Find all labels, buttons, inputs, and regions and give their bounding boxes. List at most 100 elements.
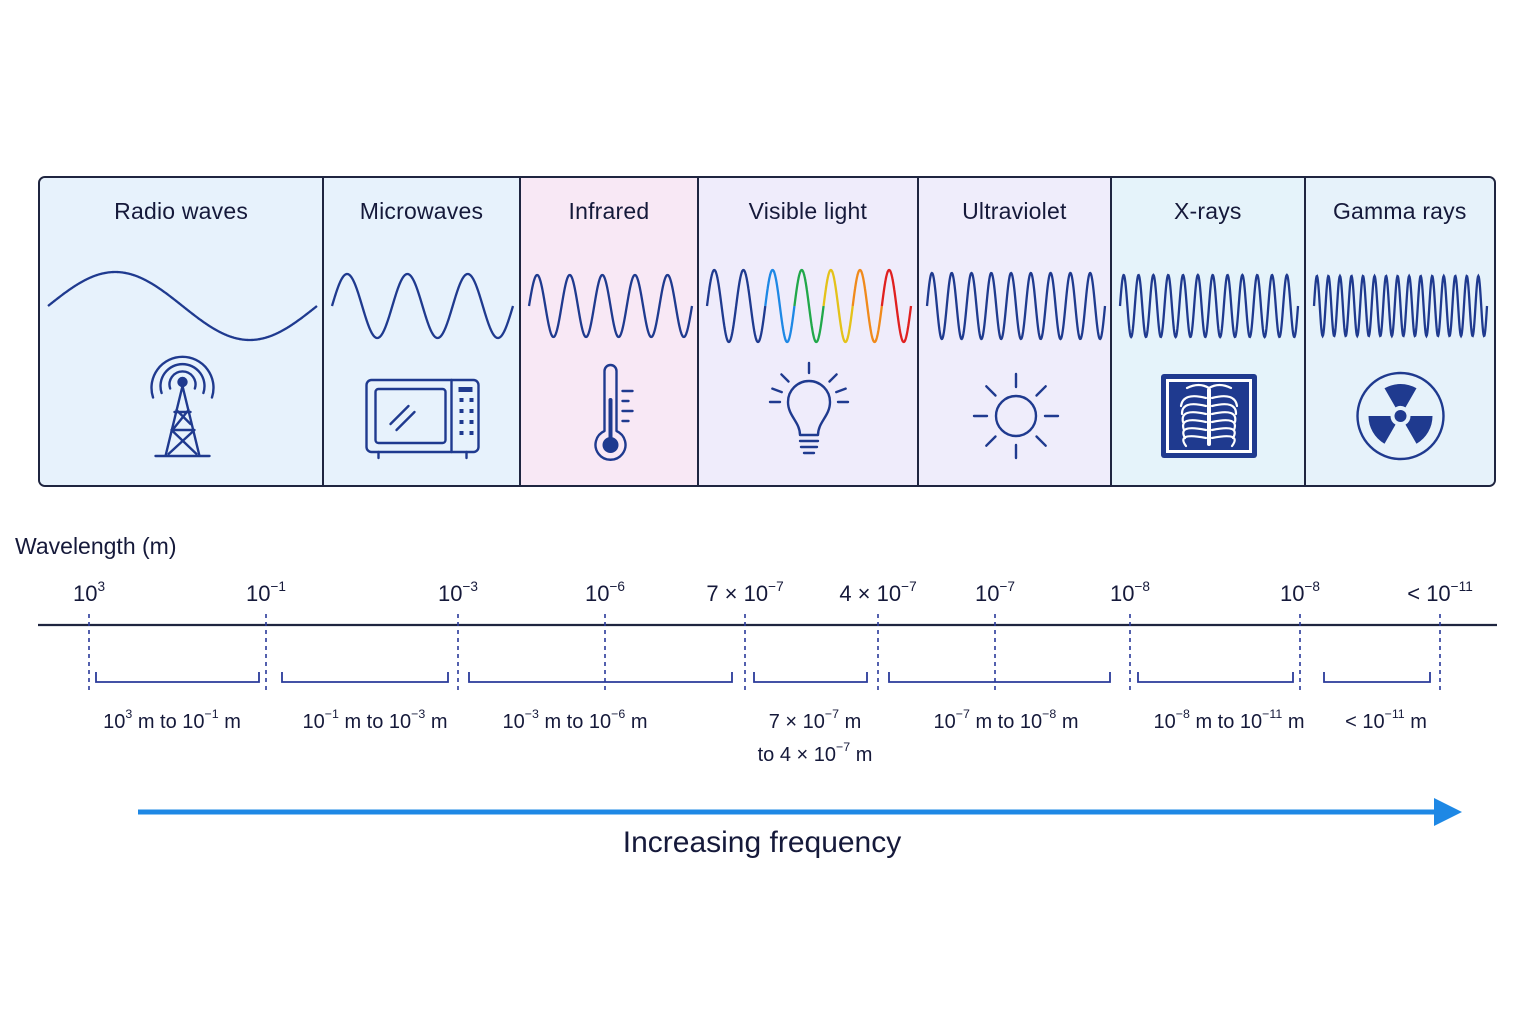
range-text: m (1404, 711, 1427, 733)
range-exponent: −1 (204, 707, 219, 722)
range-text: 10 (1019, 711, 1043, 733)
range-exponent: −8 (1042, 707, 1057, 722)
range-exponent: −7 (836, 740, 851, 755)
range-label: 10−1 m to 10−3 m (302, 706, 447, 739)
range-bracket (753, 672, 868, 683)
tick-prefix: 7 × (706, 581, 744, 606)
wave-cycle (880, 268, 913, 344)
range-text: 10 (1239, 711, 1263, 733)
wave-path (527, 273, 693, 339)
band-microwave: Microwaves (324, 178, 521, 485)
range-exponent: −6 (611, 707, 626, 722)
band-title-visible: Visible light (748, 198, 868, 224)
tick-exponent: −3 (462, 578, 479, 594)
band-title-ultraviolet: Ultraviolet (962, 198, 1067, 224)
range-text: 7 × (768, 711, 803, 733)
wave-cycle (735, 268, 767, 344)
tick-label: 10−3 (437, 578, 479, 607)
wave-path (331, 272, 515, 340)
tick-base: 10 (437, 581, 463, 606)
band-title-gamma: Gamma rays (1332, 198, 1467, 224)
range-text: 10 (388, 711, 412, 733)
range-text: 10 (933, 711, 956, 733)
range-text: m to (969, 711, 1020, 733)
range-text: < (1345, 711, 1363, 733)
arrow-head (1434, 798, 1462, 826)
range-label: 10−7 m to 10−8 m (933, 706, 1078, 739)
range-text: 10 (1362, 711, 1385, 733)
tick-label: 10−7 (974, 579, 1015, 607)
tick-label: 7 × 10−7 (706, 578, 784, 607)
range-exponent: −7 (955, 707, 970, 722)
tick-label: 10−8 (1110, 578, 1151, 607)
tick-exponent: −7 (901, 578, 917, 594)
wave-cycle (793, 268, 825, 344)
range-text: m (1056, 711, 1079, 733)
wave-visible (706, 268, 913, 344)
wave-path (925, 271, 1106, 341)
tick-base: 10 (1279, 581, 1305, 606)
range-text: 10 (813, 744, 837, 766)
wave-path (47, 270, 318, 342)
wave-path (1118, 273, 1300, 339)
tick-exponent: −6 (609, 578, 626, 594)
range-line: 10−3 m to 10−6 m (502, 706, 647, 739)
range-exponent: −1 (324, 707, 339, 722)
range-bracket (95, 672, 260, 683)
axis-title: Wavelength (m) (15, 533, 177, 559)
range-exponent: −3 (411, 707, 426, 722)
tick-label: 10−1 (246, 579, 286, 607)
tick-base: 10 (743, 581, 769, 606)
range-text: m to (338, 711, 389, 733)
radiation-icon (1355, 371, 1445, 461)
band-title-microwave: Microwaves (359, 198, 484, 224)
tick-prefix: < (1407, 581, 1427, 606)
sun-icon (972, 372, 1059, 460)
frequency-label: Increasing frequency (622, 826, 902, 859)
range-text: 10 (502, 711, 525, 733)
tick-exponent: 3 (97, 578, 106, 594)
range-line: 10−7 m to 10−8 m (933, 706, 1078, 739)
range-line: 7 × 10−7 m (758, 706, 873, 739)
range-text: m (625, 711, 648, 733)
range-bracket (888, 672, 1111, 683)
range-line: to 4 × 10−7 m (758, 739, 873, 772)
wave-microwave (331, 272, 515, 340)
wave-cycle (851, 268, 884, 344)
chest-xray-icon (1161, 374, 1258, 458)
range-text: 10 (182, 711, 205, 733)
range-line: 10−1 m to 10−3 m (302, 706, 447, 739)
range-label: 10−8 m to 10−11 m (1154, 706, 1305, 739)
range-label: < 10−11 m (1345, 706, 1427, 739)
tick-base: 10 (974, 581, 1000, 606)
wave-radio (47, 270, 318, 342)
tick-exponent: −8 (1134, 578, 1151, 594)
range-line: 10−8 m to 10−11 m (1154, 706, 1305, 739)
range-text: m (1282, 711, 1305, 733)
tick-base: 10 (876, 581, 902, 606)
tick-label: < 10−11 (1407, 579, 1473, 607)
tick-exponent: −7 (768, 578, 784, 594)
tick-base: 10 (1426, 581, 1451, 606)
wave-cycle (764, 268, 796, 344)
range-line: < 10−11 m (1345, 706, 1427, 739)
range-text: m (850, 744, 873, 766)
tick-label: 10−8 (1279, 579, 1320, 607)
tick-label: 4 × 10−7 (839, 578, 917, 607)
range-exponent: −3 (524, 707, 539, 722)
wave-gamma (1312, 273, 1488, 339)
tick-base: 10 (584, 581, 610, 606)
range-text: to 4 × (757, 744, 814, 766)
range-line: 103 m to 10−1 m (103, 706, 241, 739)
band-title-infrared: Infrared (568, 198, 650, 224)
microwave-oven-icon (365, 378, 480, 460)
range-bracket (468, 672, 733, 683)
range-text: m to (1189, 711, 1240, 733)
tick-base: 10 (72, 581, 98, 606)
thermometer-icon (594, 363, 634, 461)
range-bracket (1323, 672, 1431, 683)
band-gamma: Gamma rays (1305, 178, 1494, 485)
band-infrared: Infrared (520, 178, 700, 485)
